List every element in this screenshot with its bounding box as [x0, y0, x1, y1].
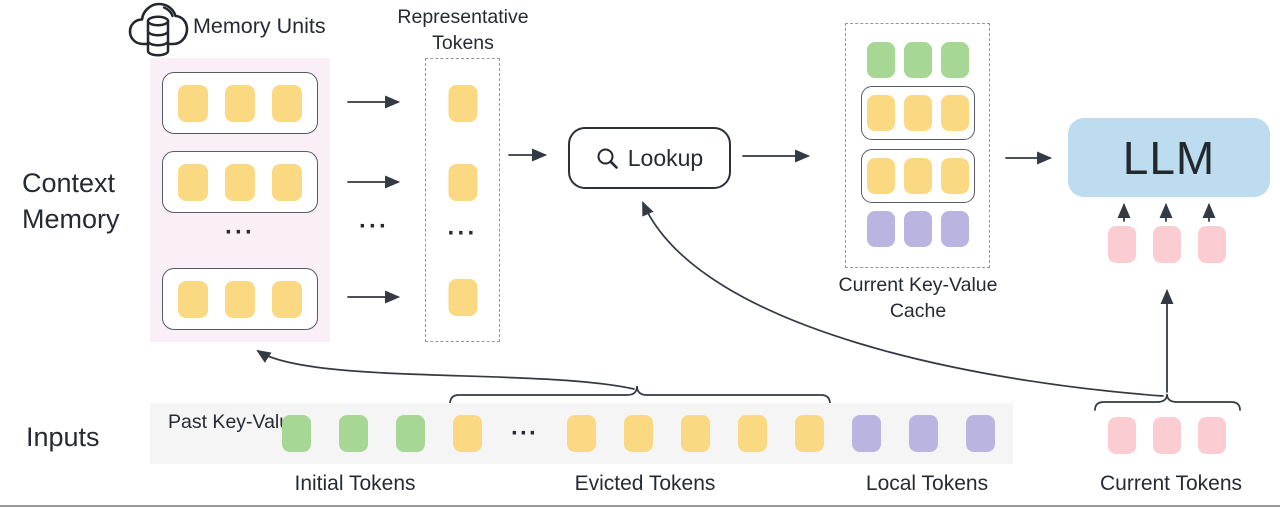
cache-memory-unit-row: [860, 86, 975, 140]
yellow-token: [448, 85, 477, 122]
representative-tokens-label: Representative Tokens: [397, 6, 529, 54]
yellow-token: [940, 95, 969, 131]
green-token: [282, 415, 311, 452]
brace-current-tokens: [1094, 393, 1241, 411]
green-token: [396, 415, 425, 452]
local-tokens-label: Local Tokens: [865, 472, 989, 495]
pink-token: [1108, 417, 1136, 454]
green-token: [866, 42, 895, 78]
brace-evicted-tokens: [449, 385, 831, 405]
pink-token: [1153, 417, 1181, 454]
purple-token: [909, 415, 938, 452]
cache-green-row: [846, 42, 989, 78]
evicted-tokens-label: Evicted Tokens: [574, 472, 716, 495]
green-token: [339, 415, 368, 452]
past-key-value-band: Past Key-Value ···: [150, 403, 1013, 464]
green-token: [903, 42, 932, 78]
pink-token: [1108, 226, 1136, 263]
yellow-token: [795, 415, 824, 452]
memory-ellipsis: ···: [225, 219, 255, 246]
yellow-token: [448, 164, 477, 201]
inputs-label: Inputs: [26, 422, 100, 452]
context-memory-panel: ···: [150, 58, 330, 342]
yellow-token: [272, 163, 302, 201]
yellow-token: [225, 163, 255, 201]
yellow-token: [903, 158, 932, 194]
yellow-token: [866, 158, 895, 194]
bottom-divider: [0, 505, 1280, 507]
llm-box: LLM: [1068, 118, 1270, 197]
green-token: [940, 42, 969, 78]
yellow-token: [448, 279, 477, 316]
memory-unit-row: [162, 151, 318, 213]
llm-label: LLM: [1122, 131, 1216, 184]
current-token-group: [1108, 417, 1226, 454]
current-tokens-label: Current Tokens: [1099, 472, 1243, 495]
llm-input-tokens: [1108, 226, 1226, 263]
pink-token: [1198, 226, 1226, 263]
purple-token: [866, 211, 895, 247]
representative-ellipsis: ···: [447, 220, 478, 247]
purple-token: [940, 211, 969, 247]
pink-token: [1153, 226, 1181, 263]
cache-purple-row: [846, 211, 989, 247]
yellow-token: [903, 95, 932, 131]
yellow-token: [738, 415, 767, 452]
cache-memory-unit-row: [860, 149, 975, 203]
past-key-value-label: Past Key-Value: [168, 411, 301, 433]
yellow-token: [272, 280, 302, 318]
yellow-token: [681, 415, 710, 452]
current-kv-cache-label: Current Key-Value Cache: [838, 274, 998, 322]
cloud-database-icon: [127, 1, 189, 64]
purple-token: [966, 415, 995, 452]
yellow-token: [866, 95, 895, 131]
representative-tokens-box: ···: [425, 58, 500, 342]
search-icon: [597, 148, 618, 169]
yellow-token: [567, 415, 596, 452]
yellow-token: [272, 84, 302, 122]
purple-token: [852, 415, 881, 452]
yellow-token: [225, 280, 255, 318]
initial-tokens-label: Initial Tokens: [294, 472, 416, 495]
yellow-token: [178, 163, 208, 201]
memory-unit-row: [162, 268, 318, 330]
arrows-ellipsis: ···: [359, 213, 389, 240]
yellow-token: [453, 415, 482, 452]
lookup-button: Lookup: [568, 127, 731, 189]
memory-unit-row: [162, 72, 318, 134]
yellow-token: [178, 280, 208, 318]
yellow-token: [178, 84, 208, 122]
yellow-token: [624, 415, 653, 452]
current-kv-cache-box: [845, 23, 990, 268]
pink-token: [1198, 417, 1226, 454]
input-token-sequence: ···: [282, 403, 995, 464]
memory-units-label: Memory Units: [193, 14, 326, 38]
sequence-ellipsis: ···: [511, 419, 538, 447]
lookup-label: Lookup: [627, 144, 704, 171]
purple-token: [903, 211, 932, 247]
curve-evicted-to-context-memory: [256, 349, 635, 390]
yellow-token: [225, 84, 255, 122]
context-memory-label: Context Memory: [22, 168, 120, 234]
yellow-token: [940, 158, 969, 194]
